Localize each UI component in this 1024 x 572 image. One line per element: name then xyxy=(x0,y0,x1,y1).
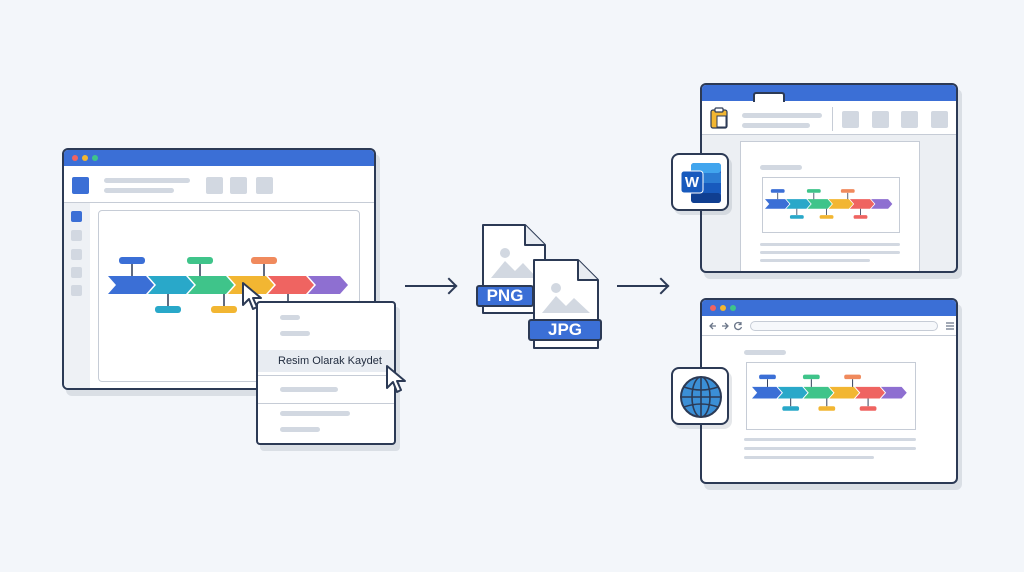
menu-item-placeholder[interactable] xyxy=(280,411,350,416)
document-heading-line xyxy=(760,165,802,170)
ribbon-text-line xyxy=(742,123,810,128)
flow-arrow-head xyxy=(652,277,670,295)
rail-item[interactable] xyxy=(71,267,82,278)
page-text-line xyxy=(744,447,916,450)
word-titlebar xyxy=(702,85,956,101)
close-dot[interactable] xyxy=(72,155,78,161)
rail-item-active[interactable] xyxy=(71,211,82,222)
toolbar-divider xyxy=(64,202,374,203)
flow-arrow xyxy=(617,285,667,287)
ribbon-button[interactable] xyxy=(842,111,859,128)
menu-item-save-as-image[interactable]: Resim Olarak Kaydet xyxy=(258,350,394,372)
png-format-badge: PNG xyxy=(476,285,534,307)
embedded-image-frame xyxy=(746,362,916,430)
rail-item[interactable] xyxy=(71,285,82,296)
address-bar[interactable] xyxy=(750,321,938,331)
rail-item[interactable] xyxy=(71,230,82,241)
word-icon: W xyxy=(680,163,721,203)
jpg-format-badge: JPG xyxy=(528,319,602,341)
editor-canvas[interactable] xyxy=(98,210,360,382)
page-heading-line xyxy=(744,350,786,355)
clipboard-icon[interactable] xyxy=(710,107,728,129)
word-window xyxy=(700,83,958,273)
menu-item-placeholder[interactable] xyxy=(280,315,300,320)
minimize-dot[interactable] xyxy=(720,305,726,311)
toolbar-button[interactable] xyxy=(206,177,223,194)
toolbar-text-line xyxy=(104,188,174,193)
ribbon-button[interactable] xyxy=(872,111,889,128)
globe-icon xyxy=(680,376,722,418)
document-text-line xyxy=(760,251,900,254)
menu-divider xyxy=(258,403,394,404)
minimize-dot[interactable] xyxy=(82,155,88,161)
flow-arrow xyxy=(405,285,455,287)
menu-divider xyxy=(258,375,394,376)
ribbon-button[interactable] xyxy=(901,111,918,128)
ribbon-divider xyxy=(832,107,833,131)
menu-item-placeholder[interactable] xyxy=(280,427,320,432)
word-app-icon[interactable]: W xyxy=(671,153,729,211)
editor-titlebar xyxy=(64,150,374,166)
editor-window xyxy=(62,148,376,390)
ribbon-text-line xyxy=(742,113,822,118)
web-app-icon[interactable] xyxy=(671,367,729,425)
menu-item-placeholder[interactable] xyxy=(280,331,310,336)
embedded-image-frame xyxy=(762,177,900,233)
context-menu: Resim Olarak Kaydet xyxy=(256,301,396,445)
toolbar-button[interactable] xyxy=(230,177,247,194)
browser-titlebar xyxy=(702,300,956,316)
page-text-line xyxy=(744,456,874,459)
close-dot[interactable] xyxy=(710,305,716,311)
hamburger-icon[interactable] xyxy=(945,321,955,331)
toolbar-text-line xyxy=(104,178,190,183)
document-text-line xyxy=(760,243,900,246)
ribbon-button[interactable] xyxy=(931,111,948,128)
back-icon[interactable] xyxy=(708,321,718,331)
toolbar-button[interactable] xyxy=(256,177,273,194)
word-tab[interactable] xyxy=(753,92,785,102)
flow-arrow-head xyxy=(440,277,458,295)
rail-item[interactable] xyxy=(71,249,82,260)
maximize-dot[interactable] xyxy=(730,305,736,311)
cursor-icon xyxy=(386,365,406,393)
word-letter: W xyxy=(685,174,700,191)
forward-icon[interactable] xyxy=(720,321,730,331)
maximize-dot[interactable] xyxy=(92,155,98,161)
document-text-line xyxy=(760,259,870,262)
menu-item-placeholder[interactable] xyxy=(280,387,338,392)
timeline-graphic xyxy=(765,188,893,220)
page-text-line xyxy=(744,438,916,441)
cursor-icon xyxy=(242,282,262,310)
app-logo-icon xyxy=(72,177,89,194)
reload-icon[interactable] xyxy=(733,321,743,331)
timeline-graphic xyxy=(752,374,908,412)
